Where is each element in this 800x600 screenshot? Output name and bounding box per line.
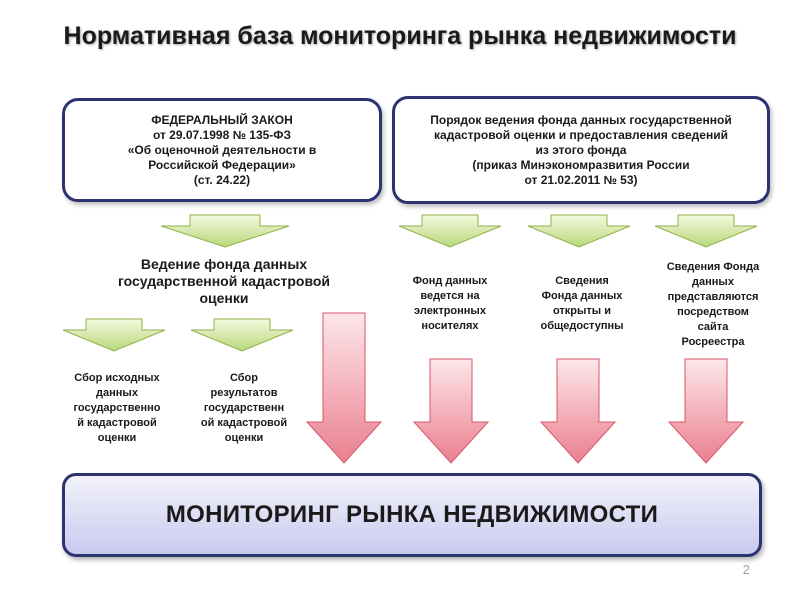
order-item-line: Фонд данных — [412, 275, 488, 287]
sub-item-line: результатов — [210, 387, 278, 399]
source-data-collection-label: Сбор исходных данных государственно й ка… — [60, 371, 174, 446]
order-item-line: Сведения — [555, 275, 609, 287]
page-number: 2 — [742, 562, 750, 577]
results-collection-label: Сбор результатов государственн ой кадаст… — [192, 371, 296, 446]
order-item-line: ведется на — [420, 290, 480, 302]
green-arrow-order-1 — [398, 214, 502, 248]
order-item-line: носителях — [421, 320, 479, 332]
public-access-label: Сведения Фонда данных открыты и общедост… — [527, 274, 637, 334]
market-monitoring-box: МОНИТОРИНГ РЫНКА НЕДВИЖИМОСТИ — [62, 473, 762, 557]
order-item-line: электронных — [414, 305, 486, 317]
sub-item-line: данных — [96, 387, 138, 399]
order-item-line: данных — [692, 276, 734, 288]
order-item-line: общедоступны — [540, 320, 624, 332]
federal-law-line: (ст. 24.22) — [193, 172, 251, 187]
order-line: из этого фонда — [535, 142, 627, 157]
fund-maintenance-line: оценки — [199, 290, 249, 306]
order-item-line: Сведения Фонда — [666, 261, 760, 273]
green-arrow-sub-2 — [190, 318, 294, 352]
sub-item-line: оценки — [224, 432, 264, 444]
green-arrow-order-3 — [654, 214, 758, 248]
rosreestr-site-label: Сведения Фонда данных представляются пос… — [656, 260, 770, 350]
order-item-line: посредством — [677, 306, 749, 318]
red-arrow-order-1 — [412, 358, 490, 464]
order-line: Порядок ведения фонда данных государстве… — [430, 112, 732, 127]
federal-law-line: Российской Федерации» — [148, 157, 296, 172]
sub-item-line: государственн — [203, 402, 285, 414]
data-fund-order-box: Порядок ведения фонда данных государстве… — [392, 96, 770, 204]
federal-law-line: от 29.07.1998 № 135-ФЗ — [152, 127, 292, 142]
order-line: кадастровой оценки и предоставления свед… — [434, 127, 728, 142]
order-line: (приказ Минэкономразвития России — [472, 157, 690, 172]
sub-item-line: Сбор исходных — [74, 372, 160, 384]
sub-item-line: Сбор — [229, 372, 259, 384]
sub-item-line: государственно — [73, 402, 161, 414]
order-item-line: Росреестра — [681, 336, 745, 348]
federal-law-box: ФЕДЕРАЛЬНЫЙ ЗАКОН от 29.07.1998 № 135-ФЗ… — [62, 98, 382, 202]
order-item-line: открыты и — [552, 305, 612, 317]
fund-maintenance-label: Ведение фонда данных государственной кад… — [100, 256, 348, 307]
sub-item-line: й кадастровой — [77, 417, 157, 429]
red-arrow-order-3 — [667, 358, 745, 464]
order-line: от 21.02.2011 № 53) — [524, 172, 638, 187]
green-arrow-sub-1 — [62, 318, 166, 352]
order-item-line: сайта — [697, 321, 729, 333]
sub-item-line: ой кадастровой — [200, 417, 288, 429]
fund-maintenance-line: государственной кадастровой — [117, 273, 331, 289]
green-arrow-law — [160, 214, 290, 248]
order-item-line: представляются — [667, 291, 759, 303]
federal-law-line: «Об оценочной деятельности в — [127, 142, 317, 157]
federal-law-line: ФЕДЕРАЛЬНЫЙ ЗАКОН — [151, 112, 293, 127]
order-item-line: Фонда данных — [541, 290, 623, 302]
fund-maintenance-line: Ведение фонда данных — [140, 256, 308, 272]
electronic-media-label: Фонд данных ведется на электронных носит… — [400, 274, 500, 334]
market-monitoring-label: МОНИТОРИНГ РЫНКА НЕДВИЖИМОСТИ — [165, 501, 659, 528]
red-arrow-fund — [305, 312, 383, 464]
sub-item-line: оценки — [97, 432, 137, 444]
red-arrow-order-2 — [539, 358, 617, 464]
page-title: Нормативная база мониторинга рынка недви… — [63, 22, 737, 50]
green-arrow-order-2 — [527, 214, 631, 248]
